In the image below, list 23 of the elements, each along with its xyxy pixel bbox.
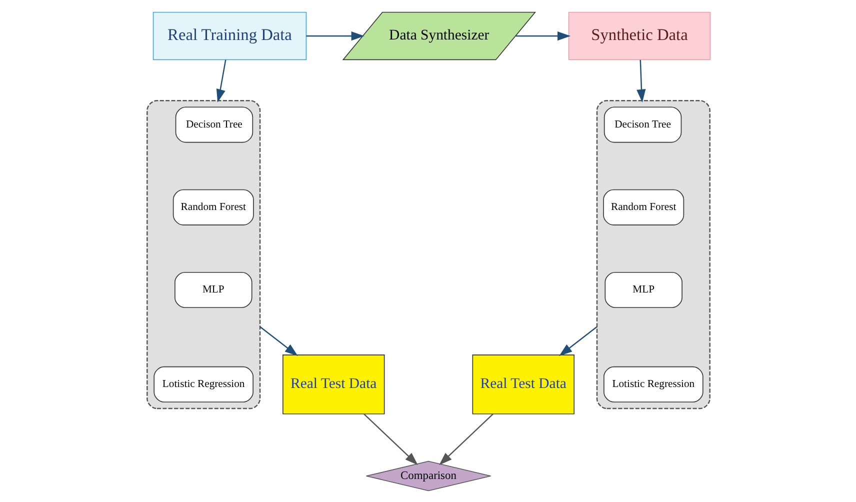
arrow [362,413,418,465]
arrow [558,326,597,356]
node-box: MLP [174,271,252,308]
node-diamond: Comparison [365,460,491,491]
node-box: Real Test Data [282,354,384,414]
arrow [216,59,226,102]
node-box: Synthetic Data [568,11,710,60]
node-box: Decison Tree [603,106,682,142]
arrow [306,30,364,40]
arrow [636,59,646,102]
arrow [438,413,494,465]
arrow [259,326,298,356]
cluster [146,99,260,409]
cluster [596,99,710,409]
node-box: MLP [604,271,682,308]
node-box: Real Training Data [152,11,306,60]
node-box: Random Forest [172,188,254,225]
node-box: Random Forest [602,188,684,225]
node-box: Decison Tree [174,106,253,142]
node-box: Lotistic Regression [153,366,253,402]
arrow [515,30,570,40]
node-box: Real Test Data [472,354,574,414]
node-box: Lotistic Regression [603,366,703,402]
